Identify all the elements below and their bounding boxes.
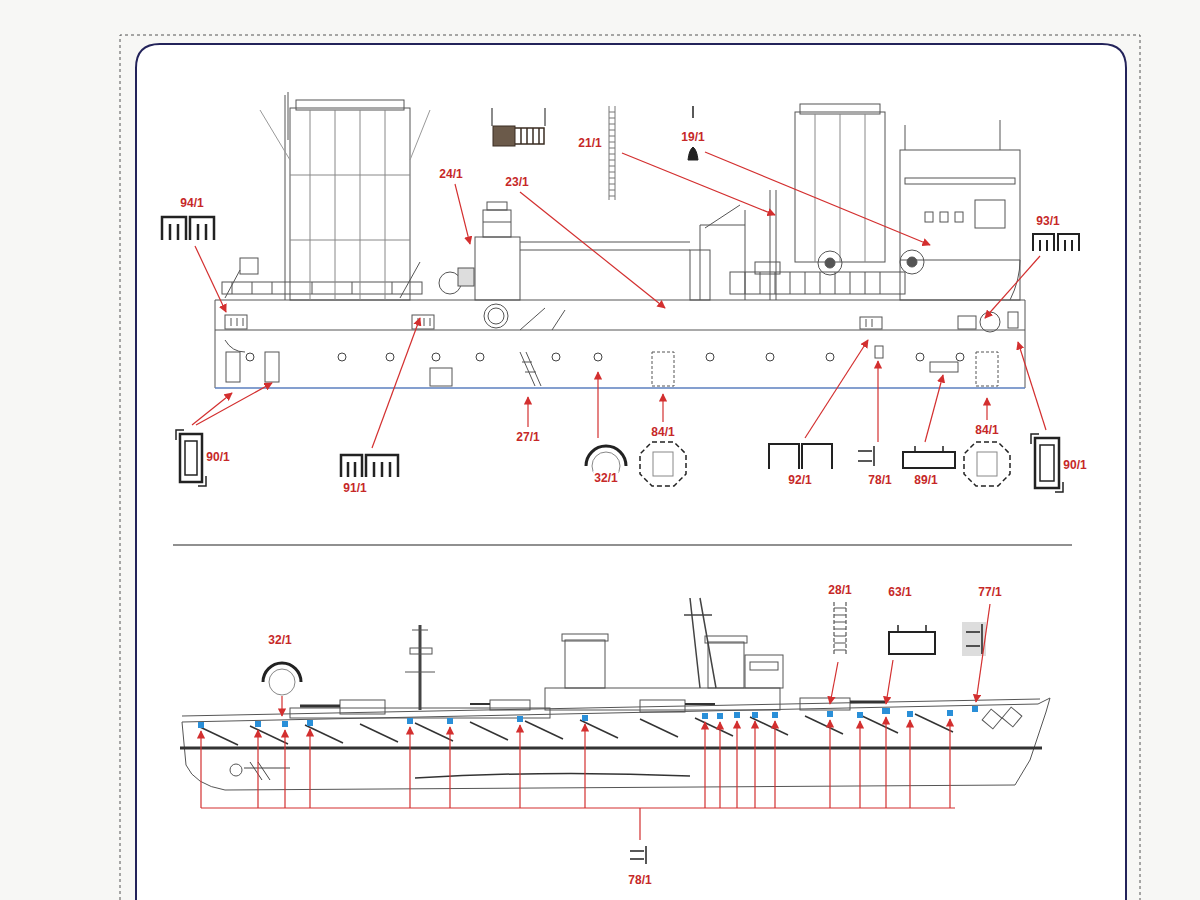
callout-number: 32/1 — [267, 633, 292, 647]
callout-number: 78/1 — [627, 873, 652, 887]
callout-number: 21/1 — [577, 136, 602, 150]
callout-number: 84/1 — [650, 425, 675, 439]
callout-number: 24/1 — [438, 167, 463, 181]
callout-number: 28/1 — [827, 583, 852, 597]
callout-number: 89/1 — [913, 473, 938, 487]
callout-number: 84/1 — [974, 423, 999, 437]
callout-number: 19/1 — [680, 130, 705, 144]
part-icons — [263, 602, 986, 864]
callout-number: 92/1 — [787, 473, 812, 487]
callout-number: 90/1 — [205, 450, 230, 464]
callout-number: 94/1 — [179, 196, 204, 210]
callout-bracket — [201, 717, 955, 840]
callout-number: 32/1 — [593, 471, 618, 485]
callout-number: 93/1 — [1035, 214, 1060, 228]
leader-lines — [192, 152, 1046, 448]
separator — [173, 544, 1072, 545]
midship-view — [215, 92, 1025, 388]
callout-number: 78/1 — [867, 473, 892, 487]
callout-number: 91/1 — [342, 481, 367, 495]
sheet-frame — [136, 44, 1126, 900]
callout-number: 23/1 — [504, 175, 529, 189]
callout-number: 63/1 — [887, 585, 912, 599]
callout-number: 27/1 — [515, 430, 540, 444]
leader-lines — [282, 604, 990, 716]
part-icons — [162, 106, 1079, 492]
callout-number: 90/1 — [1062, 458, 1087, 472]
position-marks — [198, 706, 978, 728]
cut-line — [120, 35, 1140, 900]
callout-number: 77/1 — [977, 585, 1002, 599]
